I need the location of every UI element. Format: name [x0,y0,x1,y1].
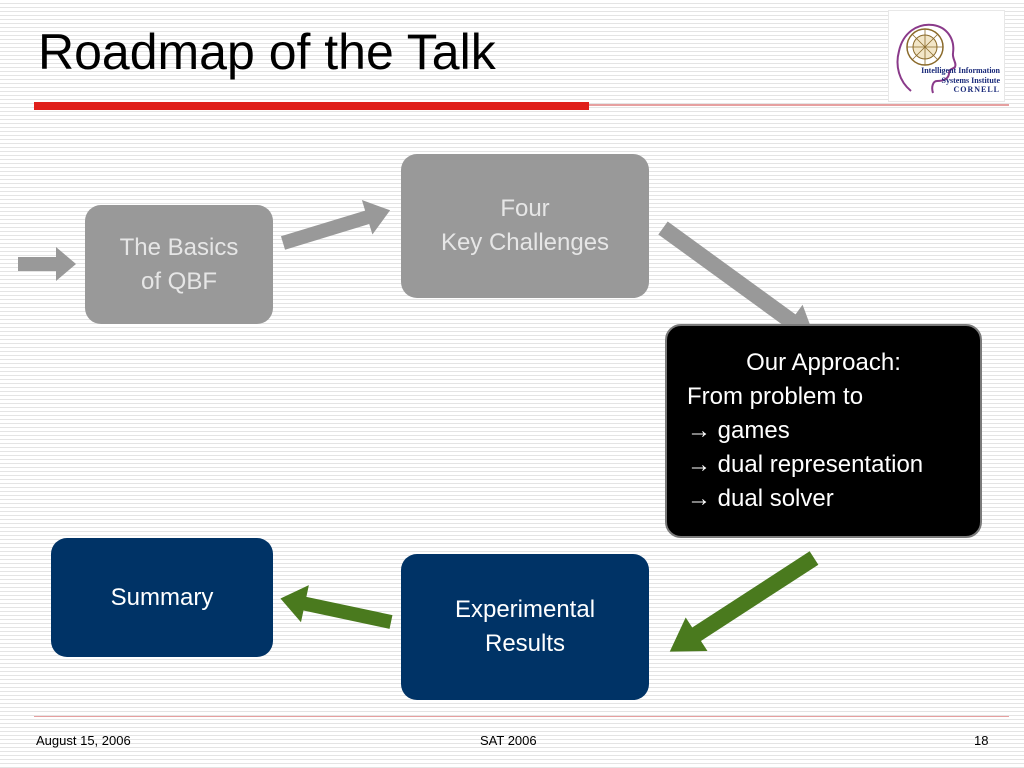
approach-line-4: → dual representation [687,451,924,478]
box-summary: Summary [51,538,273,657]
summary-line-1: Summary [110,584,214,611]
arrow-results-to-summary [280,585,393,629]
approach-line-2: From problem to [687,383,864,410]
logo-line-2: Systems Institute [941,75,1000,85]
institute-logo: Intelligent Information Systems Institut… [888,10,1005,102]
entry-arrow [18,247,76,281]
challenges-line-2: Key Challenges [440,229,610,256]
box-our-approach: Our Approach: From problem to → games → … [665,324,982,538]
basics-line-2: of QBF [140,267,218,295]
logo-line-3: CORNELL [953,85,1000,95]
arrow-approach-to-results [669,551,819,652]
results-line-2: Results [484,630,566,657]
slide-title: Roadmap of the Talk [38,24,496,80]
footer-rule [34,716,1009,717]
results-line-1: Experimental [454,596,596,623]
footer-date: August 15, 2006 [36,733,131,748]
title-underline [34,102,589,110]
basics-line-1: The Basics [119,233,239,261]
approach-line-3: → games [687,417,790,444]
box-experimental-results: Experimental Results [401,554,649,700]
logo-line-1: Intelligent Information [921,66,1000,76]
box-the-basics-of-qbf: The Basics of QBF [85,205,273,324]
approach-line-5: → dual solver [687,485,834,512]
challenges-line-1: Four [500,195,550,222]
approach-heading: Our Approach: [746,349,901,376]
footer-page-number: 18 [974,733,989,748]
box-four-key-challenges: Four Key Challenges [401,154,649,298]
arrow-basics-to-challenges [280,200,391,250]
arrow-challenges-to-approach [658,221,816,339]
footer-conference: SAT 2006 [480,733,537,748]
head-silhouette-icon [896,23,957,94]
title-rule [589,104,1009,106]
